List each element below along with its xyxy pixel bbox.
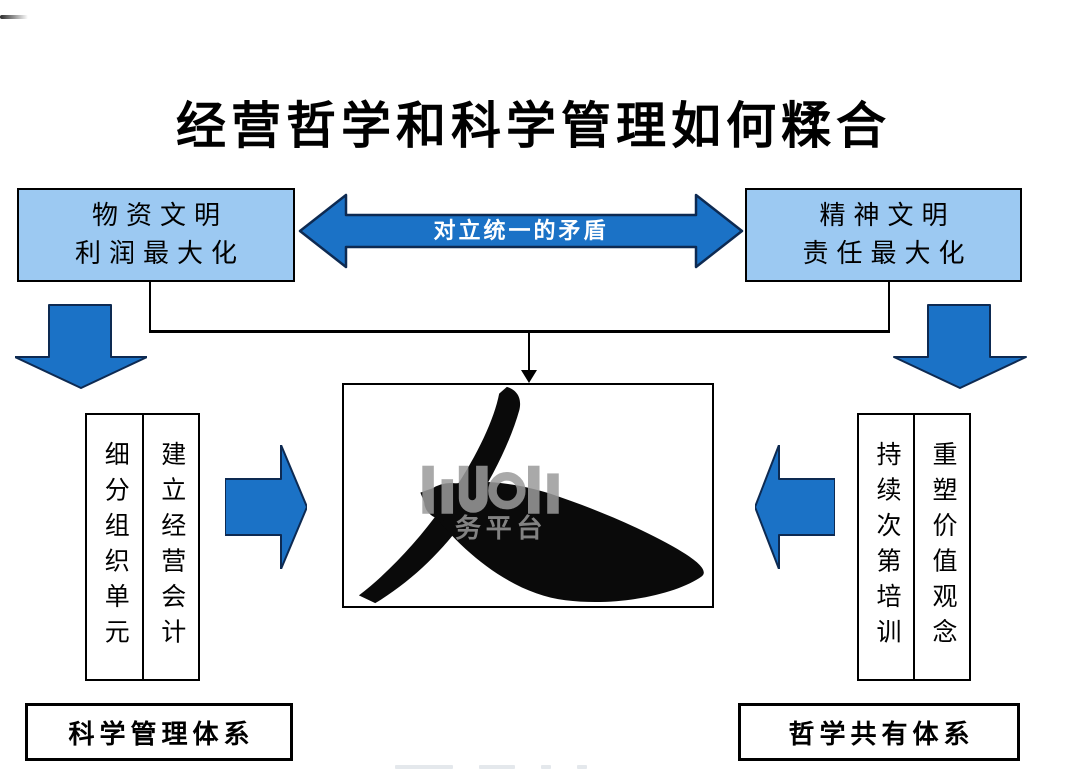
corner-artifact-mark bbox=[0, 15, 28, 19]
philosophy-system-label: 哲学共有体系 bbox=[788, 719, 975, 749]
calligraphy-ren-image: 务平台 bbox=[342, 383, 714, 608]
connector-left-vertical bbox=[149, 282, 151, 332]
philosophy-panel-right-column: 重塑价值观念 bbox=[915, 415, 969, 679]
science-panel-left-text: 细分组织单元 bbox=[101, 440, 129, 654]
science-panel-right-column: 建立经营会计 bbox=[144, 415, 199, 679]
connector-right-vertical bbox=[888, 282, 890, 332]
philosophy-panel-right-text: 重塑价值观念 bbox=[929, 440, 956, 654]
double-headed-arrow bbox=[298, 193, 744, 269]
spiritual-civilization-box: 精神文明 责任最大化 bbox=[745, 188, 1022, 282]
big-down-arrow-right-icon bbox=[893, 304, 1027, 389]
spirit-box-line1: 精神文明 bbox=[819, 201, 956, 230]
down-arrowhead-icon bbox=[521, 370, 537, 383]
philosophy-panel-left-column: 持续次第培训 bbox=[859, 415, 915, 679]
connector-horizontal bbox=[149, 330, 890, 333]
cropped-footer-fragment bbox=[395, 765, 695, 771]
page-title: 经营哲学和科学管理如何糅合 bbox=[176, 98, 891, 154]
philosophy-panel-left-text: 持续次第培训 bbox=[873, 440, 900, 654]
connector-center-vertical bbox=[528, 333, 530, 371]
spirit-box-line2: 责任最大化 bbox=[802, 239, 973, 268]
material-civilization-box: 物资文明 利润最大化 bbox=[17, 188, 295, 282]
philosophy-system-box: 哲学共有体系 bbox=[738, 703, 1020, 761]
left-pointing-arrow-icon bbox=[755, 445, 835, 569]
watermark-logo-blocks bbox=[422, 465, 559, 514]
watermark-text: 务平台 bbox=[455, 513, 547, 543]
philosophy-sharing-panel: 持续次第培训 重塑价值观念 bbox=[857, 413, 971, 681]
big-down-arrow-left-icon bbox=[15, 304, 147, 389]
science-panel-left-column: 细分组织单元 bbox=[87, 415, 144, 679]
right-pointing-arrow-icon bbox=[225, 445, 307, 569]
science-panel-right-text: 建立经营会计 bbox=[157, 440, 185, 654]
science-management-panel: 细分组织单元 建立经营会计 bbox=[85, 413, 200, 681]
contradiction-arrow-label: 对立统一的矛盾 bbox=[433, 218, 609, 243]
science-system-box: 科学管理体系 bbox=[25, 703, 293, 761]
calligraphy-ren-strokes: 务平台 bbox=[358, 386, 704, 604]
material-box-line2: 利润最大化 bbox=[74, 239, 245, 268]
material-box-line1: 物资文明 bbox=[91, 201, 228, 230]
science-system-label: 科学管理体系 bbox=[68, 719, 255, 749]
